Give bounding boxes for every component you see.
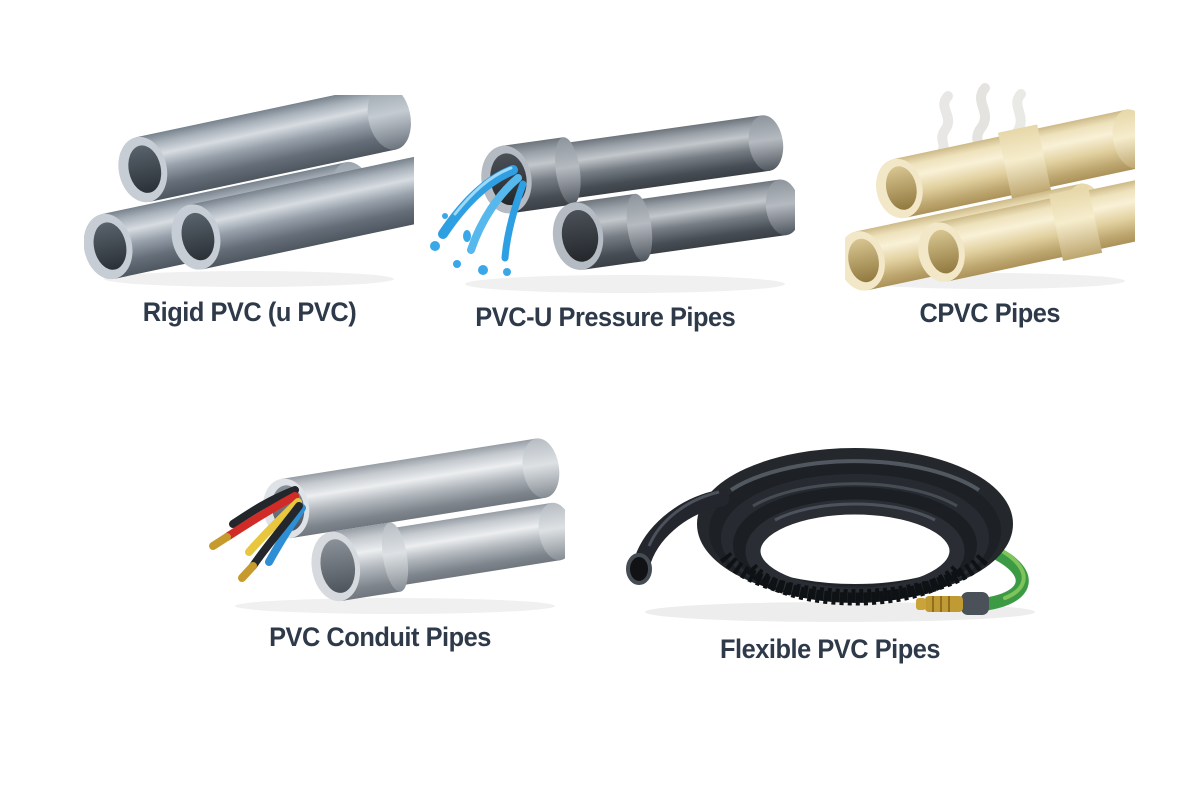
flexible-pvc-hose-icon	[626, 448, 1035, 622]
coiled-hose	[626, 448, 1013, 606]
figure-cpvc: CPVC Pipes	[845, 78, 1135, 329]
figure-rigid-pvc: Rigid PVC (u PVC)	[84, 95, 414, 328]
pvc-u-pressure-pipes-icon	[430, 115, 795, 293]
label-pvc-conduit: PVC Conduit Pipes	[269, 622, 491, 652]
label-pvc-u-pressure: PVC-U Pressure Pipes	[474, 302, 736, 332]
electrical-wires-icon	[209, 486, 306, 582]
label-flexible-pvc: Flexible PVC Pipes	[719, 634, 941, 664]
rigid-pvc-pipes-icon	[84, 95, 414, 287]
label-cpvc: CPVC Pipes	[919, 298, 1061, 328]
water-splash-icon	[430, 165, 527, 276]
cpvc-pipes-icon	[845, 83, 1135, 291]
figure-pvc-conduit: PVC Conduit Pipes	[195, 438, 565, 653]
figure-pvc-u-pressure: PVC-U Pressure Pipes	[415, 108, 795, 333]
label-rigid-pvc: Rigid PVC (u PVC)	[142, 297, 356, 327]
pvc-conduit-pipes-icon	[209, 438, 565, 614]
figure-flexible-pvc: Flexible PVC Pipes	[605, 438, 1055, 665]
